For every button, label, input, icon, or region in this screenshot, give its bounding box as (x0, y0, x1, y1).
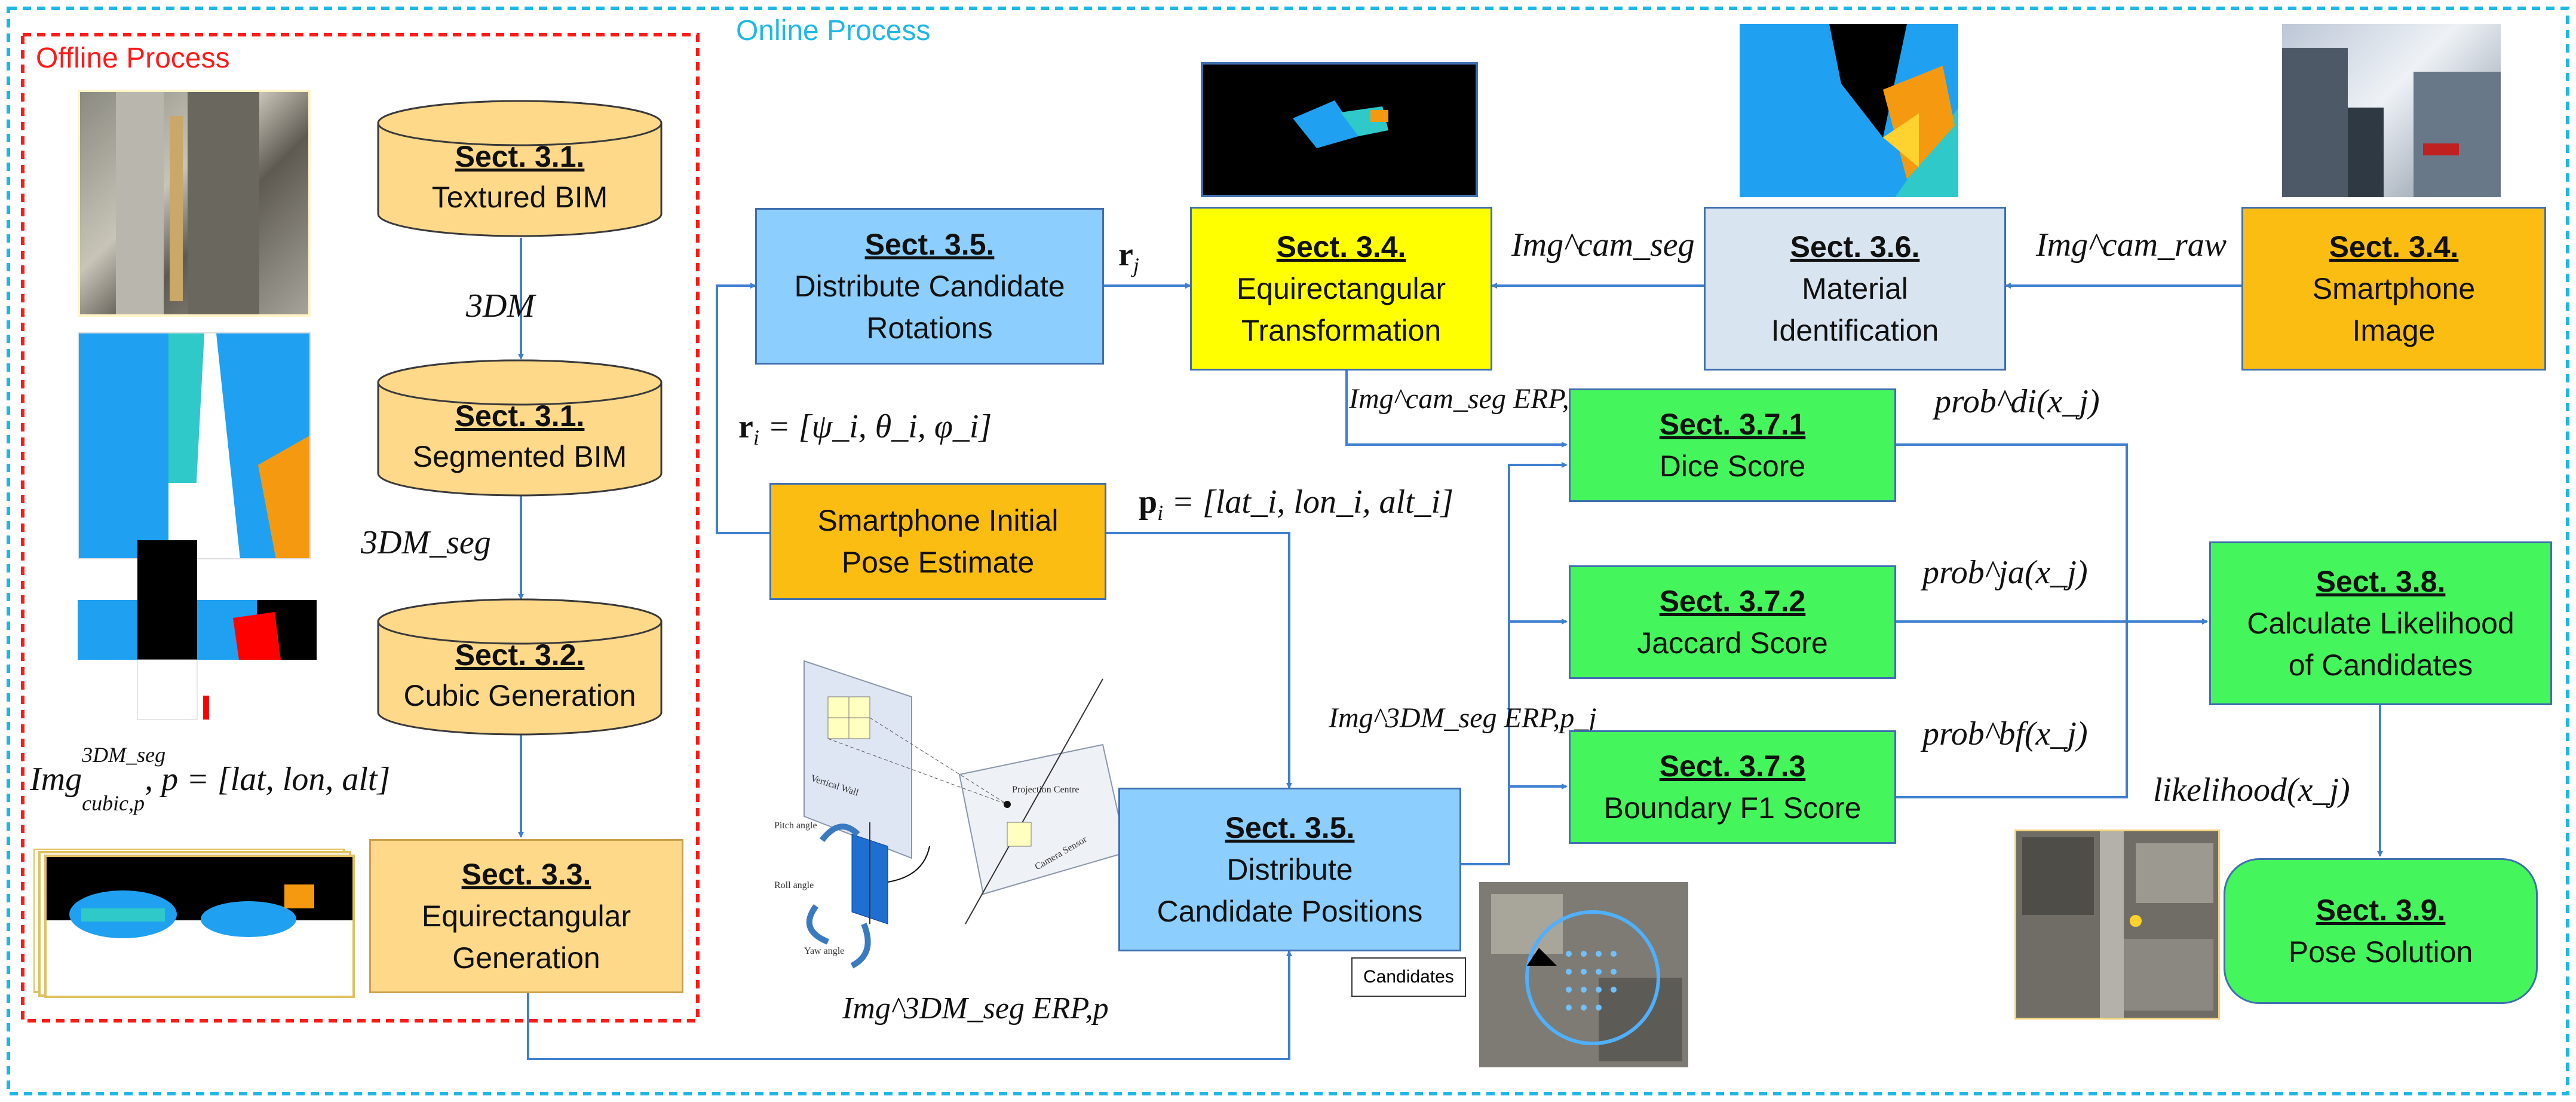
label-img-cam-seg: Img^cam_seg (1511, 226, 1695, 264)
offline-process-label: Offline Process (36, 42, 230, 74)
label-img-erp-pj: Img^3DM_seg ERP,p_j (1329, 702, 1597, 734)
label-img-erp-ri: Img^cam_seg ERP,r_i (1349, 383, 1603, 415)
distribute-positions-text1: Distribute (1226, 853, 1353, 886)
pose-solution-node: Sect. 3.9. Pose Solution (2224, 858, 2538, 1004)
initial-pose-text2: Pose Estimate (841, 546, 1035, 579)
arrow-boundary-to-likelihood (1896, 619, 2208, 798)
label-3dm: 3DM (466, 287, 535, 325)
calc-likelihood-heading: Sect. 3.8. (2316, 565, 2446, 598)
arrow-equirect-to-positions (527, 950, 1292, 1060)
label-likelihood: likelihood(x_j) (2153, 772, 2350, 809)
smartphone-image-heading: Sect. 3.4. (2329, 230, 2459, 264)
projection-centre-label: Projection Centre (1012, 785, 1079, 795)
equirect-generation-text1: Equirectangular (421, 899, 631, 933)
roll-angle-label: Roll angle (774, 880, 814, 890)
segmented-bim-thumbnail (78, 332, 311, 559)
dice-score-text: Dice Score (1659, 449, 1806, 483)
boundary-f1-text: Boundary F1 Score (1603, 791, 1862, 825)
label-r-i: ri = [ψ_i, θ_i, φ_i] (738, 408, 992, 450)
camera-geometry-illustration: Vertical Wall Projection Centre Camera S… (768, 643, 1139, 978)
initial-pose-text1: Smartphone Initial (817, 504, 1059, 537)
arrow-pose-to-rotations (716, 283, 769, 534)
distribute-positions-node: Sect. 3.5. Distribute Candidate Position… (1118, 788, 1461, 951)
textured-bim-thumbnail (78, 90, 311, 317)
calc-likelihood-text2: of Candidates (2288, 648, 2473, 682)
smartphone-image-thumbnail (2282, 24, 2501, 197)
dice-score-heading: Sect. 3.7.1 (1659, 408, 1806, 441)
label-r-j: rj (1118, 236, 1139, 278)
distribute-positions-text2: Candidate Positions (1157, 895, 1423, 928)
online-region-border (7, 7, 2569, 1095)
equirect-transformation-node: Sect. 3.4. Equirectangular Transformatio… (1190, 207, 1492, 371)
pose-solution-heading: Sect. 3.9. (2316, 893, 2446, 927)
segmented-bim-text: Segmented BIM (412, 440, 627, 473)
equirect-transformation-text1: Equirectangular (1236, 272, 1446, 305)
equirect-generation-node: Sect. 3.3. Equirectangular Generation (369, 839, 683, 993)
boundary-f1-node: Sect. 3.7.3 Boundary F1 Score (1569, 730, 1896, 844)
jaccard-score-node: Sect. 3.7.2 Jaccard Score (1569, 565, 1896, 679)
material-identification-text2: Identification (1771, 314, 1939, 347)
equirect-transformation-heading: Sect. 3.4. (1276, 230, 1406, 264)
offline-region-border (21, 33, 700, 1023)
jaccard-score-text: Jaccard Score (1637, 626, 1828, 660)
equirect-generation-heading: Sect. 3.3. (461, 858, 591, 891)
label-prob-ja: prob^ja(x_j) (1922, 554, 2088, 591)
material-identification-node: Sect. 3.6. Material Identification (1704, 207, 2006, 371)
smartphone-image-text2: Image (2352, 314, 2436, 347)
textured-bim-heading: Sect. 3.1. (455, 140, 585, 173)
smartphone-image-text1: Smartphone (2312, 272, 2476, 305)
distribute-positions-heading: Sect. 3.5. (1225, 811, 1355, 844)
segmented-bim-node: Sect. 3.1. Segmented BIM (376, 359, 663, 497)
label-prob-bf: prob^bf(x_j) (1922, 715, 2088, 752)
yaw-angle-label: Yaw angle (804, 946, 844, 956)
material-identification-text1: Material (1802, 272, 1908, 305)
pose-solution-text: Pose Solution (2288, 935, 2473, 969)
jaccard-score-heading: Sect. 3.7.2 (1659, 584, 1806, 618)
pose-solution-aerial-map (2014, 829, 2220, 1020)
equirect-transformation-text2: Transformation (1241, 314, 1442, 347)
equirect-generation-text2: Generation (452, 941, 600, 975)
candidates-aerial-map (1479, 882, 1688, 1067)
online-process-label: Online Process (736, 15, 931, 47)
distribute-rotations-heading: Sect. 3.5. (864, 228, 995, 261)
segmented-bim-heading: Sect. 3.1. (455, 399, 585, 433)
initial-pose-node: Smartphone Initial Pose Estimate (769, 483, 1106, 600)
cubic-generation-node: Sect. 3.2. Cubic Generation (376, 598, 663, 736)
pitch-angle-label: Pitch angle (774, 821, 817, 831)
smartphone-image-node: Sect. 3.4. Smartphone Image (2241, 207, 2546, 371)
textured-bim-text: Textured BIM (431, 180, 608, 214)
label-prob-di: prob^di(x_j) (1934, 383, 2100, 420)
material-id-thumbnail (1740, 24, 1958, 197)
label-3dm-seg: 3DM_seg (361, 524, 491, 561)
arrow-pose-to-positions (1106, 532, 1292, 789)
distribute-rotations-text1: Distribute Candidate (794, 270, 1065, 303)
calc-likelihood-text1: Calculate Likelihood (2247, 607, 2514, 640)
cubic-generation-heading: Sect. 3.2. (455, 638, 585, 672)
label-img-cam-raw: Img^cam_raw (2036, 226, 2227, 264)
textured-bim-node: Sect. 3.1. Textured BIM (376, 99, 663, 238)
calc-likelihood-node: Sect. 3.8. Calculate Likelihood of Candi… (2209, 541, 2552, 705)
arrow-dice-to-likelihood (1896, 443, 2208, 625)
candidates-callout: Candidates (1351, 957, 1466, 997)
label-p-i: pi = [lat_i, lon_i, alt_i] (1139, 483, 1454, 525)
arrow-transformation-to-dice (1345, 371, 1568, 448)
distribute-rotations-node: Sect. 3.5. Distribute Candidate Rotation… (755, 208, 1104, 365)
equirect-stack-thumbnail (33, 849, 356, 998)
distribute-rotations-text2: Rotations (866, 311, 993, 345)
material-identification-heading: Sect. 3.6. (1790, 230, 1920, 264)
dice-score-node: Sect. 3.7.1 Dice Score (1569, 388, 1896, 502)
boundary-f1-heading: Sect. 3.7.3 (1659, 749, 1806, 783)
cubic-map-thumbnail (78, 540, 317, 731)
segmented-erp-thumbnail (1201, 62, 1478, 197)
cubic-generation-text: Cubic Generation (403, 679, 636, 712)
label-img-erp-p: Img^3DM_seg ERP,p (842, 991, 1109, 1026)
arrow-positions-to-dice (1461, 462, 1568, 865)
